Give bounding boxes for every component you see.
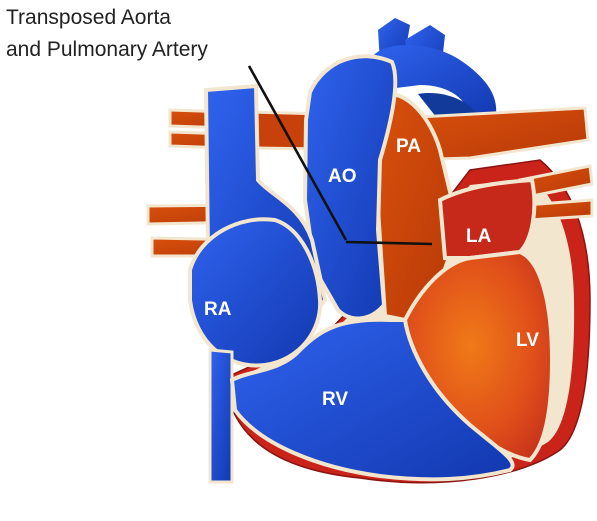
inferior-vena-cava xyxy=(210,350,232,482)
right-atrium xyxy=(190,219,320,365)
label-la: LA xyxy=(466,226,492,247)
label-lv: LV xyxy=(516,330,539,351)
label-ra: RA xyxy=(204,299,232,320)
label-ao: AO xyxy=(328,166,357,187)
label-rv: RV xyxy=(322,389,348,410)
label-pa: PA xyxy=(396,136,421,157)
